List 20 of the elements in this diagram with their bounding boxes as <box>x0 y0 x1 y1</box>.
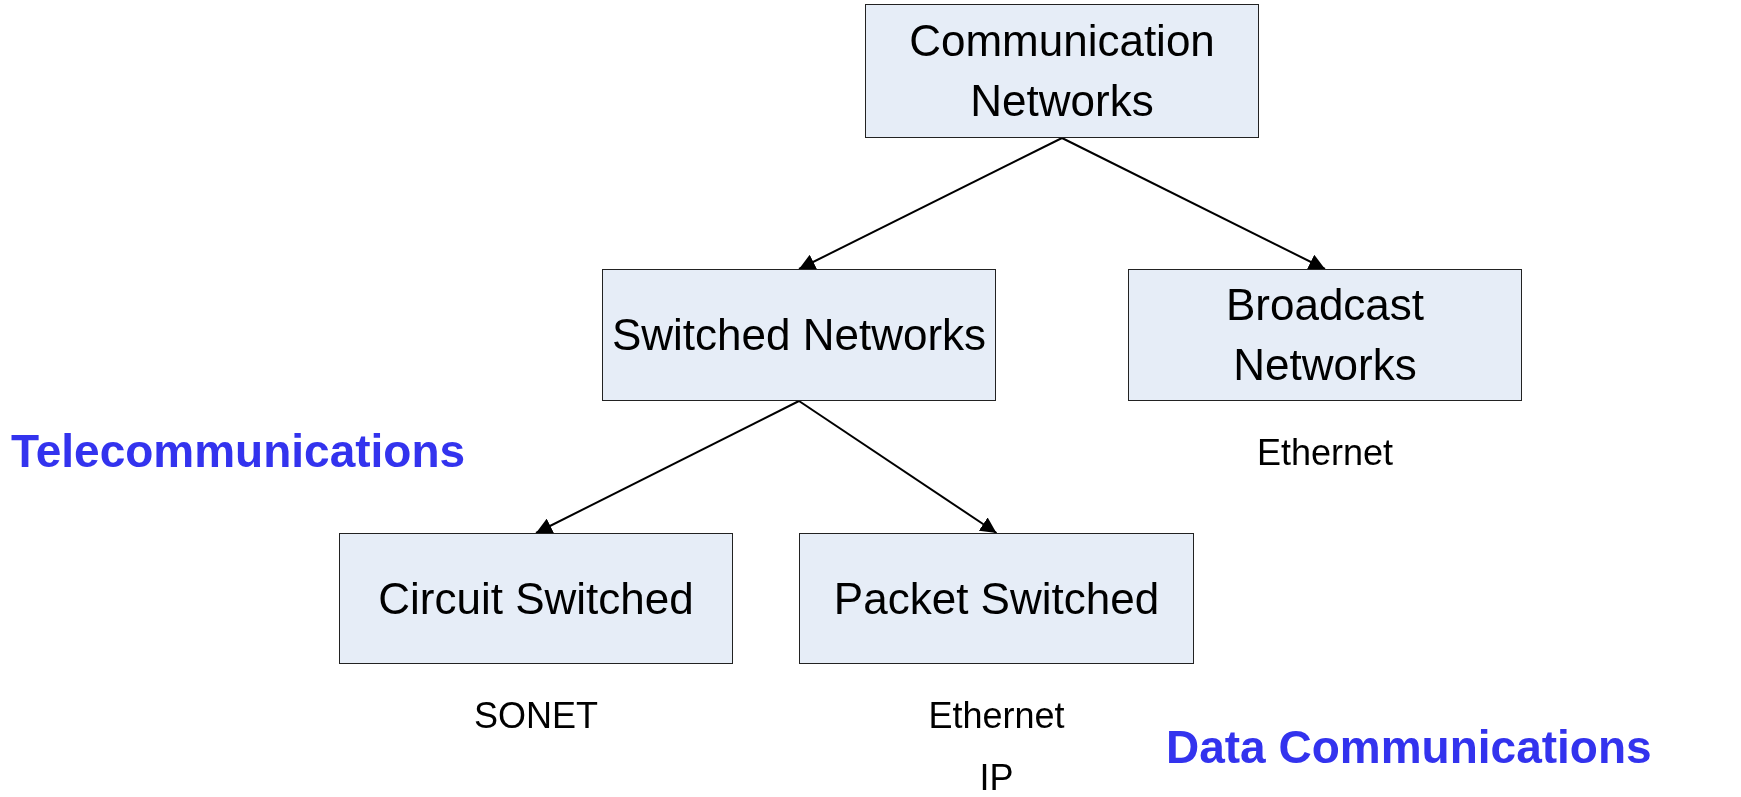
box-title: Switched Networks <box>610 309 988 361</box>
domain-label: Telecommunications <box>11 424 466 478</box>
arrow <box>1061 137 1326 270</box>
arrow <box>535 400 800 534</box>
box-title: Broadcast Networks <box>1224 279 1426 391</box>
example-text: Ethernet <box>1256 431 1394 475</box>
category-box <box>1128 269 1522 401</box>
category-box <box>339 533 733 664</box>
example-text: SONET <box>474 694 598 738</box>
arrow <box>798 400 998 534</box>
box-title: Packet Switched <box>832 572 1161 625</box>
arrow <box>798 137 1063 270</box>
box-title: Communication Networks <box>908 15 1216 127</box>
category-box <box>602 269 996 401</box>
category-box <box>865 4 1259 138</box>
domain-label: Data Communications <box>1166 720 1652 774</box>
example-text: Ethernet <box>928 694 1065 738</box>
box-title: Circuit Switched <box>377 572 695 625</box>
example-text: IP <box>979 756 1014 797</box>
category-box <box>799 533 1194 664</box>
